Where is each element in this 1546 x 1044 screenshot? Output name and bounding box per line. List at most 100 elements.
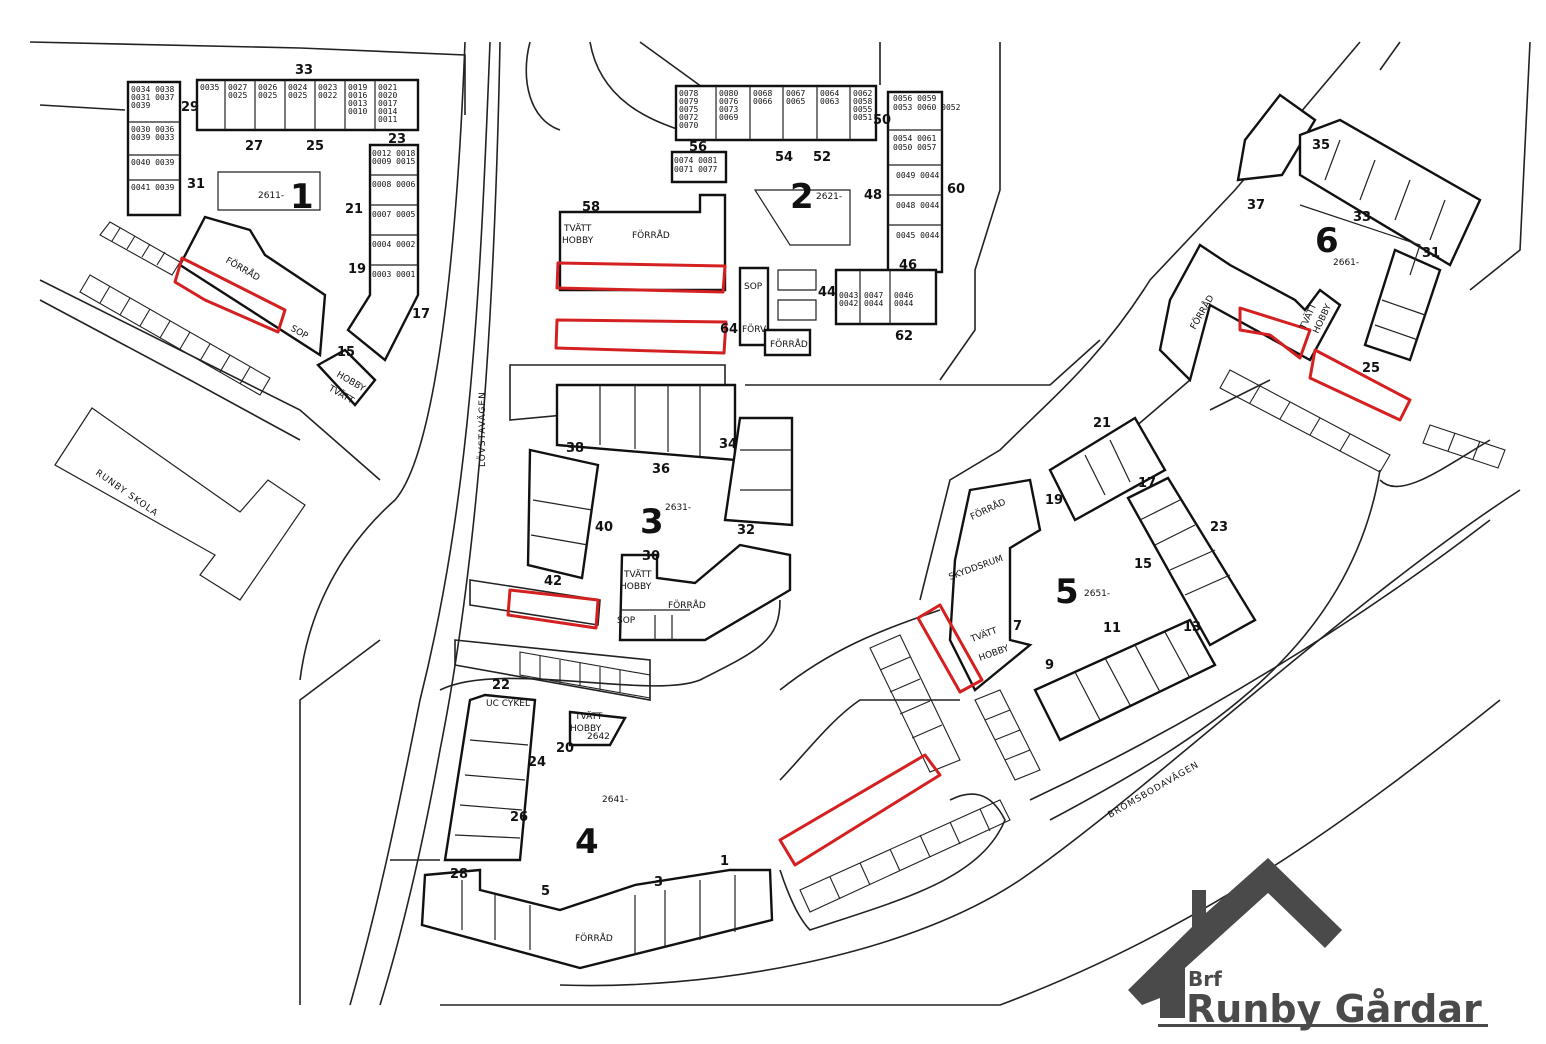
unit-number: 0080 0076 0073 0069 — [719, 89, 743, 122]
street-label: LÖVSTAVÄGEN — [477, 391, 488, 467]
street-label: RUNBY SKOLA — [93, 468, 160, 519]
unit-number: 0062 0058 0055 0051 — [853, 89, 877, 122]
unit-number: 0054 0061 — [893, 134, 937, 143]
building-label: SOP — [617, 616, 636, 626]
lot-code: 2661- — [1333, 258, 1359, 268]
logo-underline — [1158, 1024, 1488, 1027]
unit-number: 0040 0039 — [131, 158, 175, 167]
lot-code: 2642 — [587, 732, 610, 742]
entrance-number: 20 — [556, 741, 574, 756]
unit-number: 0056 0059 — [893, 94, 937, 103]
entrance-number: 33 — [1353, 210, 1371, 225]
roads — [29, 41, 1531, 1006]
entrance-number: 3 — [654, 875, 663, 890]
unit-number: 0009 0015 — [372, 157, 416, 166]
entrance-number: 50 — [873, 113, 891, 128]
entrance-number: 37 — [1247, 198, 1265, 213]
entrance-number: 19 — [1045, 493, 1063, 508]
entrance-number: 44 — [818, 285, 836, 300]
unit-number: 0031 0037 — [131, 93, 175, 102]
unit-number: 0007 0005 — [372, 210, 416, 219]
entrance-number: 52 — [813, 150, 831, 165]
entrance-number: 1 — [720, 854, 729, 869]
building-label: FÖRRÅD — [632, 229, 670, 241]
unit-number: 0049 0044 — [896, 171, 940, 180]
lot-code: 2631- — [665, 503, 691, 513]
unit-number: 0050 0057 — [893, 143, 937, 152]
house-roof-icon — [1128, 858, 1342, 1018]
entrance-number: 31 — [1422, 246, 1440, 261]
block-number: 6 — [1315, 221, 1339, 261]
building-label: HOBBY — [562, 236, 594, 246]
block-number: 5 — [1055, 572, 1079, 612]
unit-number: 0024 0025 — [288, 83, 312, 100]
building-label: FÖRRÅD — [575, 932, 613, 944]
entrance-number: 28 — [450, 867, 468, 882]
entrance-number: 30 — [642, 549, 660, 564]
entrance-number: 48 — [864, 188, 882, 203]
entrance-number: 25 — [306, 139, 324, 154]
unit-number: 0064 0063 — [820, 89, 844, 106]
entrance-number: 7 — [1013, 619, 1022, 634]
building-label: TVÄTT — [574, 711, 603, 722]
unit-number: 0078 0079 0075 0072 0070 — [679, 89, 703, 130]
entrance-number: 17 — [1138, 476, 1156, 491]
unit-number: 0067 0065 — [786, 89, 810, 106]
entrance-number: 15 — [337, 345, 355, 360]
building-label: TVÄTT — [563, 223, 592, 234]
logo-name: Runby Gårdar — [1186, 987, 1482, 1031]
entrance-number: 64 — [720, 322, 738, 337]
entrance-number: 35 — [1312, 138, 1330, 153]
unit-number: 0047 0044 — [864, 291, 888, 308]
unit-number: 0043 0042 — [839, 291, 863, 308]
block-numbers: 1 2 3 4 5 6 — [290, 177, 1339, 862]
block-number: 1 — [290, 177, 314, 217]
entrance-number: 21 — [345, 202, 363, 217]
unit-numbers: 0034 0038 0031 0037 0039 0035 0027 0025 … — [131, 83, 961, 308]
unit-number: 0048 0044 — [896, 201, 940, 210]
logo-prefix: Brf — [1188, 967, 1222, 991]
building-label: HOBBY — [570, 724, 602, 734]
entrance-number: 15 — [1134, 557, 1152, 572]
unit-number: 0046 0044 — [894, 291, 918, 308]
unit-number: 0074 0081 — [674, 156, 718, 165]
unit-number: 0041 0039 — [131, 183, 175, 192]
unit-number: 0071 0077 — [674, 165, 718, 174]
lot-code: 2611- — [258, 191, 284, 201]
building-label: FÖRRÅD — [770, 338, 808, 350]
entrance-number: 46 — [899, 258, 917, 273]
buildings — [126, 78, 1482, 970]
unit-number: 0034 0038 — [131, 85, 175, 94]
unit-number: 0003 0001 — [372, 270, 416, 279]
entrance-number: 22 — [492, 678, 510, 693]
entrance-number: 21 — [1093, 416, 1111, 431]
entrance-number: 56 — [689, 140, 707, 155]
unit-number: 0004 0002 — [372, 240, 416, 249]
unit-number: 0019 0016 0013 0010 — [348, 83, 372, 116]
unit-number: 0021 0020 0017 0014 0011 — [378, 83, 402, 124]
runby-skola-building — [54, 407, 306, 601]
unit-number: 0008 0006 — [372, 180, 416, 189]
entrance-number: 34 — [719, 437, 737, 452]
entrance-number: 17 — [412, 307, 430, 322]
unit-number: 0068 0066 — [753, 89, 777, 106]
lot-code: 2621- — [816, 192, 842, 202]
building-label: TVÄTT — [623, 569, 652, 580]
unit-number: 0023 0022 — [318, 83, 342, 100]
entrance-number: 9 — [1045, 658, 1054, 673]
unit-number: 0030 0036 — [131, 125, 175, 134]
entrance-number: 60 — [947, 182, 965, 197]
unit-number: 0027 0025 — [228, 83, 252, 100]
unit-number: 0035 — [200, 83, 219, 92]
entrance-numbers: 33 29 27 25 23 31 21 19 17 15 58 56 54 5… — [181, 63, 1440, 899]
parking-rows — [79, 221, 1506, 913]
block-number: 3 — [640, 502, 664, 542]
building-label: HOBBY — [620, 582, 652, 592]
entrance-number: 32 — [737, 523, 755, 538]
lot-code: 2641- — [602, 795, 628, 805]
entrance-number: 31 — [187, 177, 205, 192]
entrance-number: 40 — [595, 520, 613, 535]
entrance-number: 24 — [528, 755, 546, 770]
block-number: 2 — [790, 177, 814, 217]
